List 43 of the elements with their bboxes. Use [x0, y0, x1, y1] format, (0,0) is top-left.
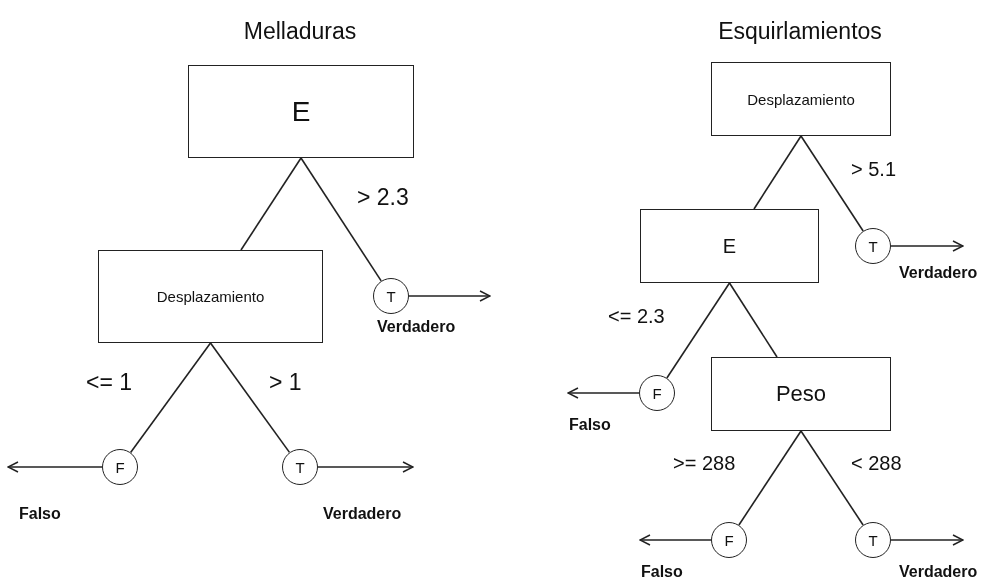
- node-label: Desplazamiento: [156, 289, 265, 304]
- leaf-circle: [855, 228, 891, 264]
- leaf-circle: [102, 449, 138, 485]
- tree-title: Melladuras: [243, 18, 357, 45]
- branch-line: [800, 135, 864, 232]
- node-label: Desplazamiento: [747, 91, 855, 107]
- arrow: [317, 461, 414, 473]
- tree-title: Esquirlamientos: [718, 18, 882, 45]
- branch-line: [129, 342, 212, 454]
- node-label: F: [724, 532, 734, 548]
- branch-line: [240, 157, 302, 251]
- branch-line: [300, 157, 382, 282]
- arrow: [567, 387, 640, 399]
- arrow: [639, 534, 712, 546]
- branch-line: [738, 430, 802, 526]
- node-label: E: [291, 97, 311, 126]
- decision-box: [711, 62, 891, 136]
- decision-box: [188, 65, 414, 158]
- node-label: F: [652, 385, 662, 401]
- node-label: T: [386, 288, 396, 304]
- branch-line: [753, 135, 802, 210]
- arrow: [890, 240, 964, 252]
- node-label: E: [722, 236, 737, 256]
- leaf-circle: [639, 375, 675, 411]
- branch-line: [666, 282, 731, 379]
- arrow: [890, 534, 964, 546]
- node-label: T: [868, 532, 878, 548]
- node-label: F: [115, 459, 125, 475]
- branch-line: [209, 342, 291, 454]
- decision-box: [711, 357, 891, 431]
- leaf-circle: [855, 522, 891, 558]
- node-label: T: [868, 238, 878, 254]
- arrow: [7, 461, 103, 473]
- decision-box: [98, 250, 323, 343]
- node-label: T: [295, 459, 305, 475]
- branch-line: [800, 430, 864, 526]
- leaf-circle: [373, 278, 409, 314]
- branch-line: [728, 282, 778, 358]
- arrow: [408, 290, 491, 302]
- decision-box: [640, 209, 819, 283]
- leaf-circle: [711, 522, 747, 558]
- node-label: Peso: [775, 383, 827, 405]
- leaf-circle: [282, 449, 318, 485]
